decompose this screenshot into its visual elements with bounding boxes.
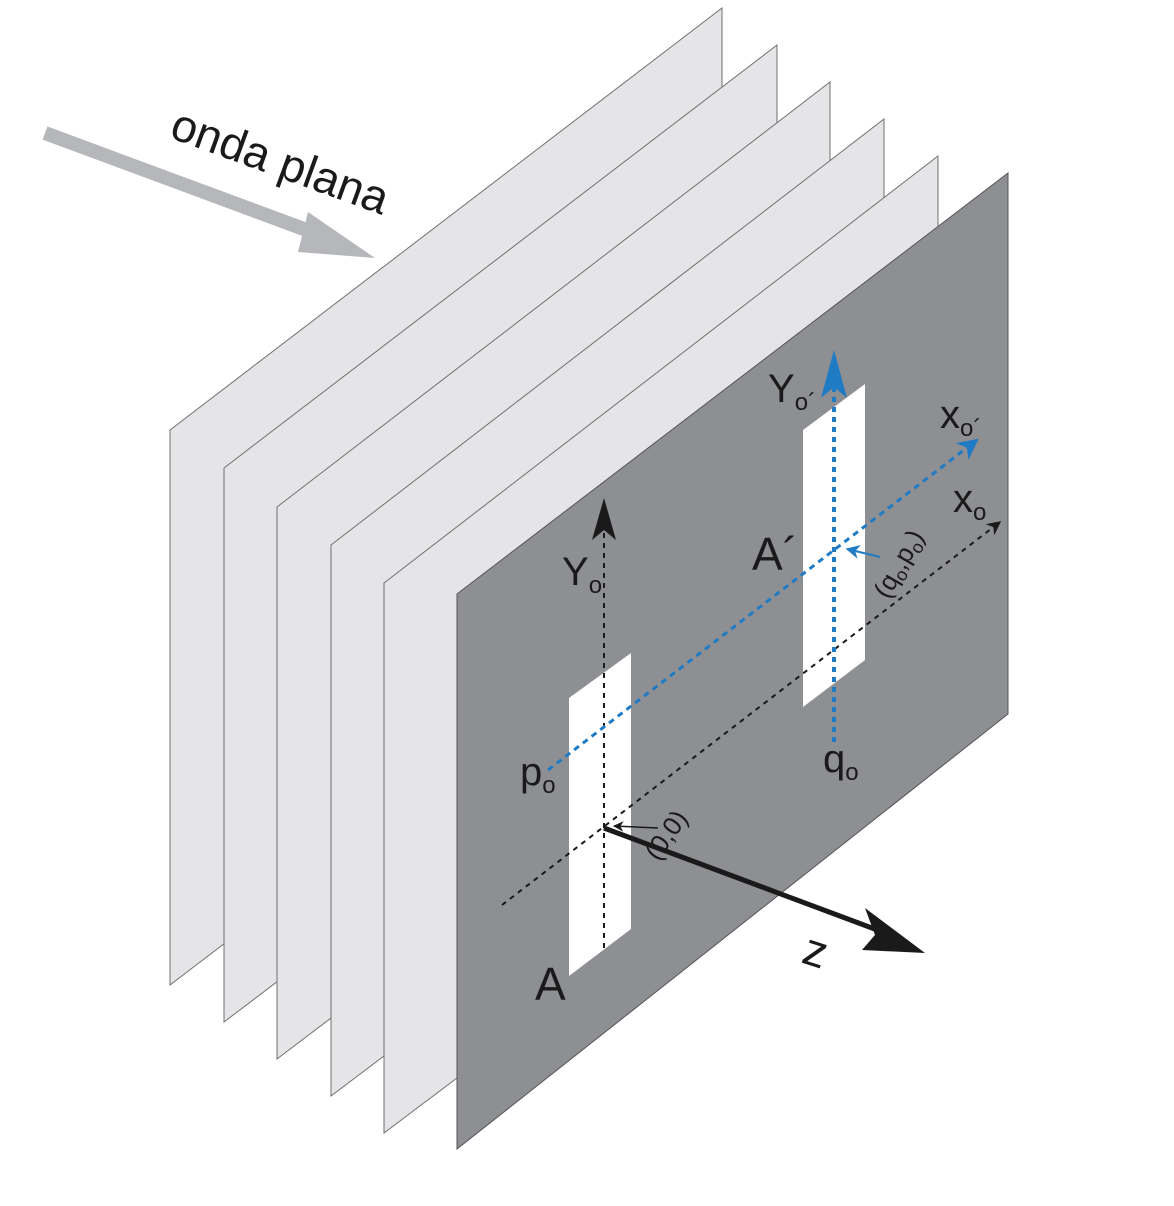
origin-pointer <box>612 821 659 832</box>
x0-prime-label: xo´ <box>940 393 981 442</box>
q0-label: qo <box>823 737 859 786</box>
wave-label: onda plana <box>165 98 397 225</box>
slit-a-prime-label: A´ <box>752 528 798 580</box>
x0-label: xo <box>953 477 986 526</box>
y0-prime-axis-arrowhead <box>821 350 847 398</box>
slit-a-label: A <box>535 958 566 1010</box>
qp-pointer <box>845 545 881 559</box>
y0-axis-arrowhead <box>592 498 616 540</box>
x0-prime-axis-line <box>547 438 979 772</box>
slit-a <box>569 653 631 976</box>
p0-label: po <box>520 750 556 799</box>
wave-direction-arrow <box>42 126 375 258</box>
z-axis-label: z <box>797 922 835 979</box>
z-axis-arrowhead <box>862 908 925 953</box>
y0-prime-label: Yo´ <box>768 367 816 416</box>
slit-a-prime <box>803 384 865 707</box>
z-axis-line <box>603 825 881 934</box>
y0-label: Yo <box>562 550 602 599</box>
x0-axis-line <box>501 521 1002 906</box>
